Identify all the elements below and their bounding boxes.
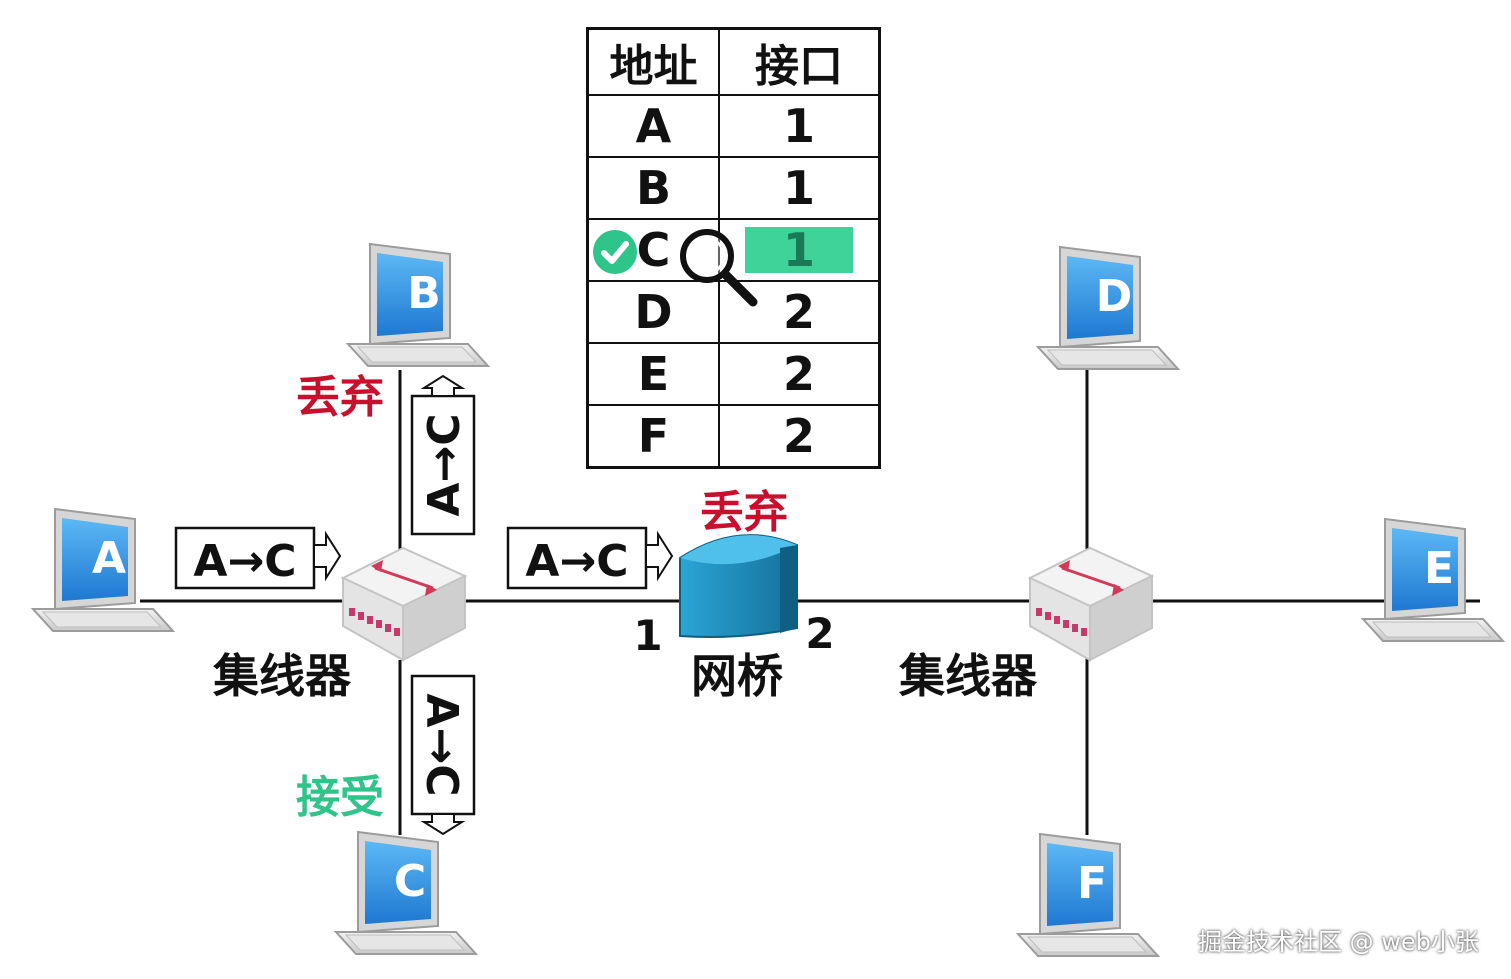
magnifier-icon [677, 226, 769, 318]
hub-right [1028, 546, 1154, 662]
address-text: C [636, 223, 671, 277]
laptop-a: A [32, 508, 174, 632]
frame-label: A→C [416, 693, 467, 796]
address-cell: E [586, 342, 720, 406]
table-row: B 1 [586, 156, 881, 220]
laptop-e: E [1362, 518, 1504, 642]
port-cell: 1 [717, 94, 881, 158]
hub-left [341, 546, 467, 662]
bridge-forwarding-table: 地址 接口 A 1 B 1 C [586, 27, 881, 469]
table-row: A 1 [586, 94, 881, 158]
frame-label: A→C [419, 413, 470, 516]
host-label-b: B [407, 268, 441, 319]
bridge-label: 网桥 [691, 649, 783, 703]
laptop-f: F [1017, 833, 1159, 957]
port-cell: 2 [717, 342, 881, 406]
host-label-a: A [92, 533, 126, 584]
table-row: E 2 [586, 342, 881, 406]
column-header-address: 地址 [586, 27, 720, 96]
port-text: 1 [744, 227, 853, 273]
address-cell: C [586, 218, 758, 307]
frame-a-to-hub: A→C [174, 526, 342, 590]
frame-hub-to-c: A→C [410, 674, 476, 836]
frame-hub-to-bridge: A→C [506, 526, 674, 590]
watermark: 掘金技术社区 @ web小张 [1198, 928, 1479, 956]
address-cell: F [586, 404, 720, 469]
discard-b-label: 丢弃 [296, 372, 384, 423]
hub-left-label: 集线器 [212, 649, 352, 703]
host-label-d: D [1096, 271, 1133, 322]
address-cell: B [586, 156, 720, 220]
port-cell: 2 [717, 280, 881, 344]
table-header-row: 地址 接口 [586, 27, 881, 96]
laptop-c: C [335, 831, 477, 955]
laptop-d: D [1037, 246, 1179, 370]
column-header-port: 接口 [717, 27, 881, 96]
host-label-c: C [394, 856, 426, 907]
port-cell-highlight: 1 [717, 218, 881, 282]
bridge-port-1-label: 1 [633, 611, 662, 660]
table-row: D 2 [586, 280, 881, 344]
check-icon [593, 230, 637, 274]
host-label-e: E [1424, 543, 1454, 594]
bridge-port-2-label: 2 [805, 609, 834, 658]
frame-hub-to-b: A→C [410, 374, 476, 536]
accept-c-label: 接受 [296, 772, 384, 823]
frame-label: A→C [525, 536, 628, 587]
laptop-b: B [347, 243, 489, 367]
address-cell: D [586, 280, 720, 344]
bridge-icon [679, 534, 798, 638]
address-cell: A [586, 94, 720, 158]
host-label-f: F [1077, 858, 1107, 909]
port-cell: 1 [717, 156, 881, 220]
hub-right-label: 集线器 [898, 649, 1038, 703]
discard-bridge-label: 丢弃 [700, 487, 788, 538]
table-row: F 2 [586, 404, 881, 469]
frame-label: A→C [193, 536, 296, 587]
port-cell: 2 [717, 404, 881, 469]
table-row: C 1 [586, 218, 881, 307]
